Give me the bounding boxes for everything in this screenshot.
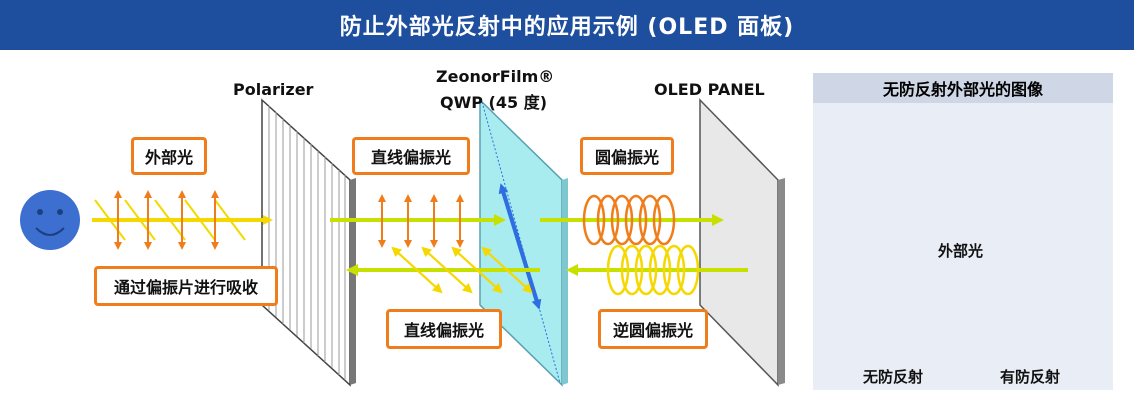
zeonor-film-label: ZeonorFilm® bbox=[436, 67, 555, 86]
incoming-light-arrow bbox=[92, 190, 273, 250]
reverse-circular-box: 逆圆偏振光 bbox=[598, 309, 708, 349]
reverse-circular-light-arrow bbox=[566, 244, 748, 296]
side-external-light-label: 外部光 bbox=[938, 242, 984, 260]
qwp-label: QWP (45 度) bbox=[440, 93, 548, 112]
absorbed-by-polarizer-box: 通过偏振片进行吸收 bbox=[94, 266, 278, 306]
no-anti-reflection-label: 无防反射 bbox=[863, 368, 924, 386]
comparison-panel-title: 无防反射外部光的图像 bbox=[813, 73, 1113, 103]
viewer-face-icon bbox=[20, 190, 80, 250]
circular-polarized-light-arrow bbox=[540, 194, 724, 246]
oled-panel-plate bbox=[699, 98, 785, 387]
with-anti-reflection-label: 有防反射 bbox=[1000, 368, 1061, 386]
linear-polarized-top-box: 直线偏振光 bbox=[352, 137, 470, 175]
reflected-linear-light-arrow bbox=[346, 246, 540, 294]
external-light-box: 外部光 bbox=[131, 137, 207, 175]
linear-polarized-light-arrow bbox=[330, 194, 506, 248]
linear-polarized-bottom-box: 直线偏振光 bbox=[386, 309, 502, 349]
polarizer-plate bbox=[261, 98, 356, 387]
comparison-panel bbox=[813, 73, 1113, 390]
page-title: 防止外部光反射中的应用示例 (OLED 面板) bbox=[0, 0, 1134, 50]
polarizer-label: Polarizer bbox=[233, 80, 314, 99]
circular-polarized-box: 圆偏振光 bbox=[580, 137, 674, 175]
oled-panel-label: OLED PANEL bbox=[654, 80, 765, 99]
